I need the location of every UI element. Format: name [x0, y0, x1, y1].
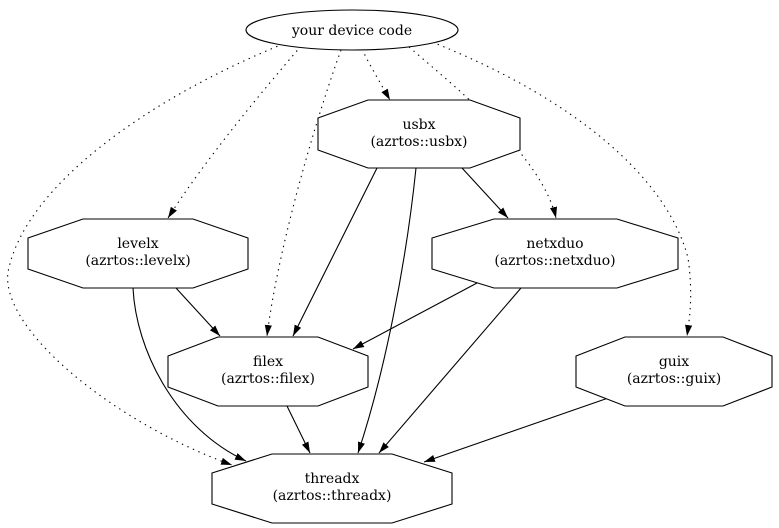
usbx-octagon — [317, 99, 521, 169]
threadx-sublabel: (azrtos::threadx) — [273, 488, 392, 504]
edge-device-to-guix — [431, 41, 693, 337]
edge-levelx-to-threadx — [132, 287, 247, 462]
node-levelx: levelx (azrtos::levelx) — [27, 218, 249, 289]
filex-label: filex — [253, 354, 283, 370]
edge-guix-to-threadx — [423, 395, 615, 463]
filex-octagon — [167, 336, 369, 407]
edge-usbx-to-threadx — [357, 167, 417, 454]
edge-netxduo-to-threadx — [378, 287, 522, 454]
levelx-sublabel: (azrtos::levelx) — [85, 253, 190, 269]
device-code-ellipse — [245, 9, 459, 51]
netxduo-sublabel: (azrtos::netxduo) — [494, 253, 615, 269]
node-guix: guix (azrtos::guix) — [575, 336, 773, 407]
netxduo-label: netxduo — [526, 236, 583, 252]
guix-octagon — [575, 336, 773, 407]
node-netxduo: netxduo (azrtos::netxduo) — [431, 218, 679, 289]
edge-levelx-to-filex — [175, 287, 221, 337]
node-device-code: your device code — [245, 9, 459, 51]
guix-label: guix — [659, 354, 689, 370]
edge-filex-to-threadx — [286, 405, 311, 454]
edge-device-to-levelx — [167, 45, 302, 219]
node-filex: filex (azrtos::filex) — [167, 336, 369, 407]
edge-usbx-to-netxduo — [461, 167, 509, 219]
device-code-label: your device code — [291, 23, 412, 39]
edge-usbx-to-filex — [292, 167, 378, 337]
node-threadx: threadx (azrtos::threadx) — [211, 453, 453, 524]
node-usbx: usbx (azrtos::usbx) — [317, 99, 521, 169]
edges-layer — [7, 41, 693, 466]
usbx-sublabel: (azrtos::usbx) — [370, 134, 467, 150]
guix-sublabel: (azrtos::guix) — [627, 371, 721, 387]
usbx-label: usbx — [402, 117, 435, 133]
filex-sublabel: (azrtos::filex) — [221, 371, 315, 387]
levelx-label: levelx — [117, 236, 158, 252]
threadx-label: threadx — [305, 471, 360, 487]
levelx-octagon — [27, 218, 249, 289]
netxduo-octagon — [431, 218, 679, 289]
edge-device-to-usbx — [361, 48, 391, 101]
edge-device-to-filex — [264, 49, 342, 337]
threadx-octagon — [211, 453, 453, 524]
edge-netxduo-to-filex — [352, 282, 478, 350]
